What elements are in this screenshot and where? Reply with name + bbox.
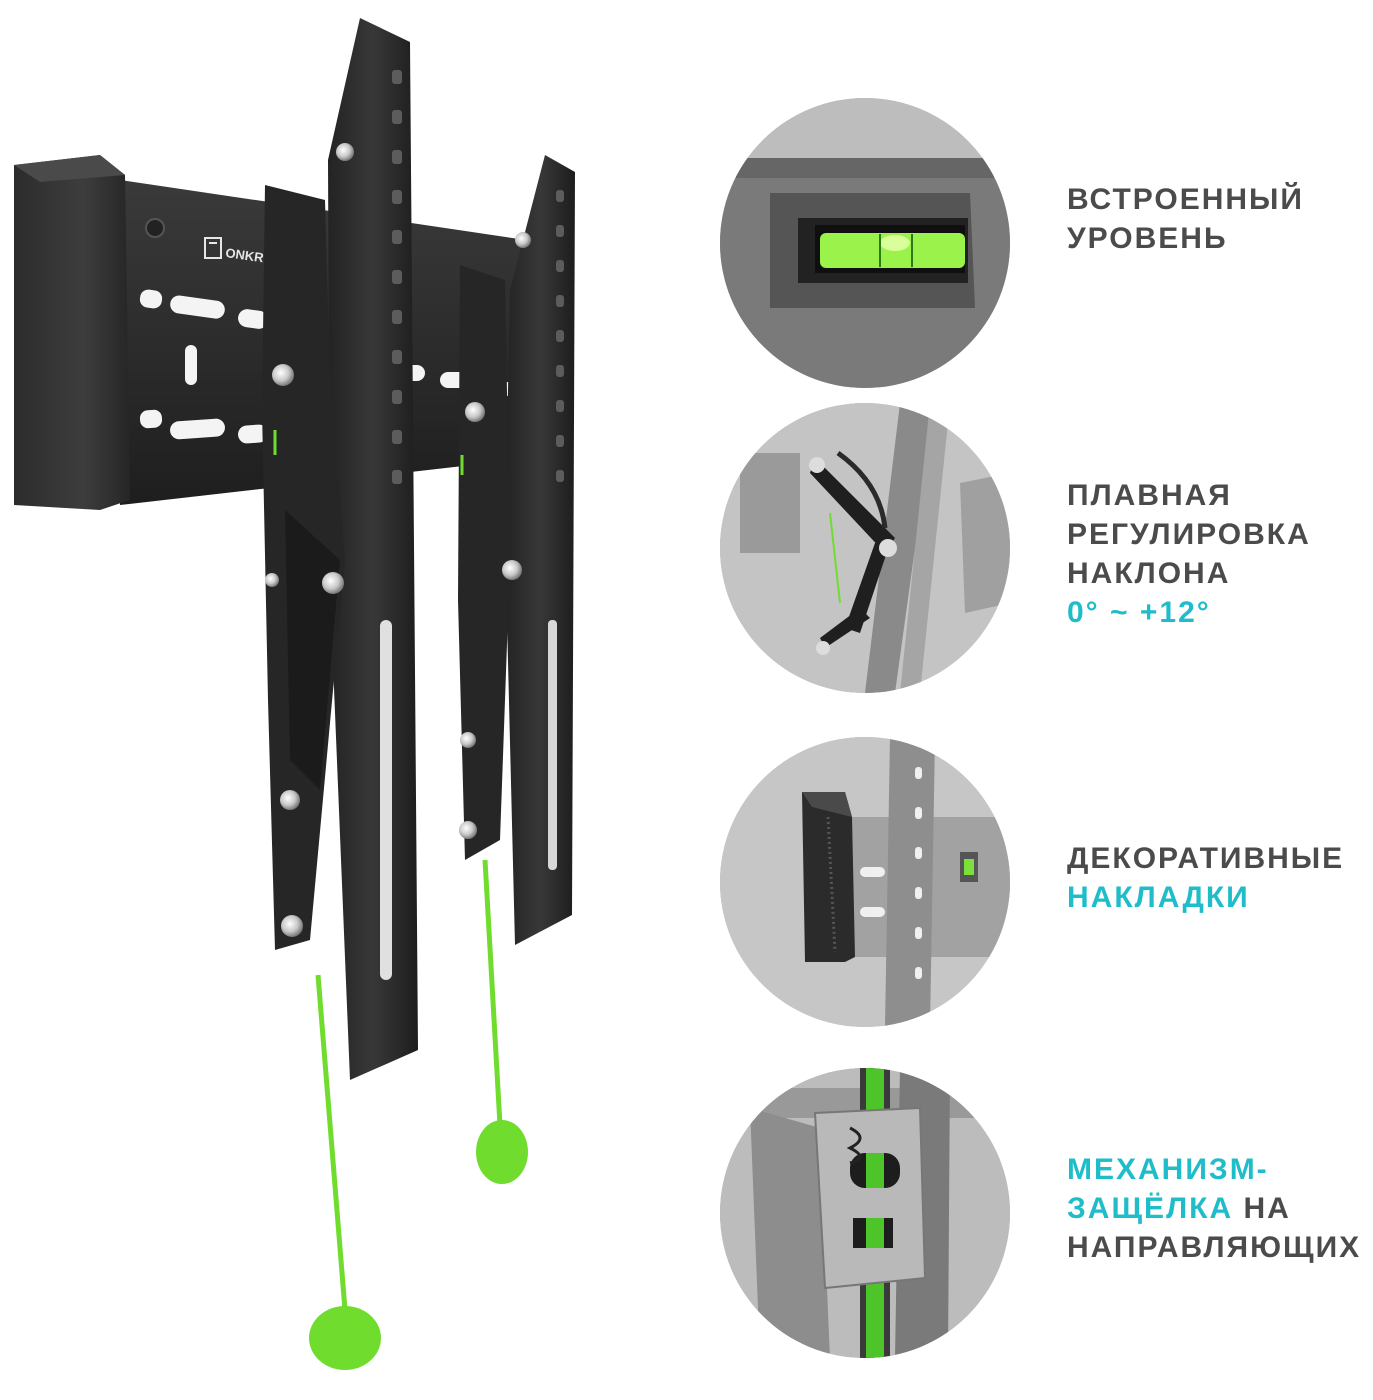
feature-circle-latch [720,1068,1010,1358]
release-cord-right [476,859,528,1184]
feature-text-tilt: ПЛАВНАЯ РЕГУЛИРОВКА НАКЛОНА 0° ~ +12° [1067,476,1311,632]
feature-circle-level [720,98,1010,388]
feature-1-line-1: ВСТРОЕННЫЙ [1067,183,1304,216]
feature-4-accent-line: МЕХАНИЗМ- [1067,1153,1269,1186]
decorative-cover-icon [720,737,1010,1027]
latch-accent-word: ЗАЩЁЛКА [1067,1192,1234,1225]
left-vertical-arm [262,18,418,1080]
feature-text-covers: ДЕКОРАТИВНЫЕ НАКЛАДКИ [1067,839,1344,917]
feature-4-line-2: ЗАЩЁЛКА НА [1067,1189,1361,1228]
tilt-range-label: 0° ~ +12° [1067,596,1211,629]
feature-3-accent-line: НАКЛАДКИ [1067,881,1250,914]
feature-circle-covers [720,737,1010,1027]
feature-2-line-2: РЕГУЛИРОВКА [1067,518,1311,551]
feature-circle-tilt [720,403,1010,693]
latch-mechanism-icon [720,1068,1010,1358]
feature-text-level: ВСТРОЕННЫЙ УРОВЕНЬ [1067,180,1304,258]
latch-plain-word: НА [1233,1192,1291,1225]
decorative-cap [14,155,130,510]
tilt-hinge-icon [720,403,1010,693]
feature-2-line-1: ПЛАВНАЯ [1067,479,1232,512]
feature-3-line-1: ДЕКОРАТИВНЫЕ [1067,842,1345,875]
feature-4-line-3: НАПРАВЛЯЮЩИХ [1067,1231,1362,1264]
feature-text-latch: МЕХАНИЗМ- ЗАЩЁЛКА НА НАПРАВЛЯЮЩИХ [1067,1150,1361,1267]
feature-1-line-2: УРОВЕНЬ [1067,222,1228,255]
tv-wall-mount-image: ONKRON [14,18,575,1370]
feature-2-line-3: НАКЛОНА [1067,557,1231,590]
release-cord-left [309,974,381,1370]
right-vertical-arm [458,155,575,945]
bubble-level-icon [720,98,1010,388]
